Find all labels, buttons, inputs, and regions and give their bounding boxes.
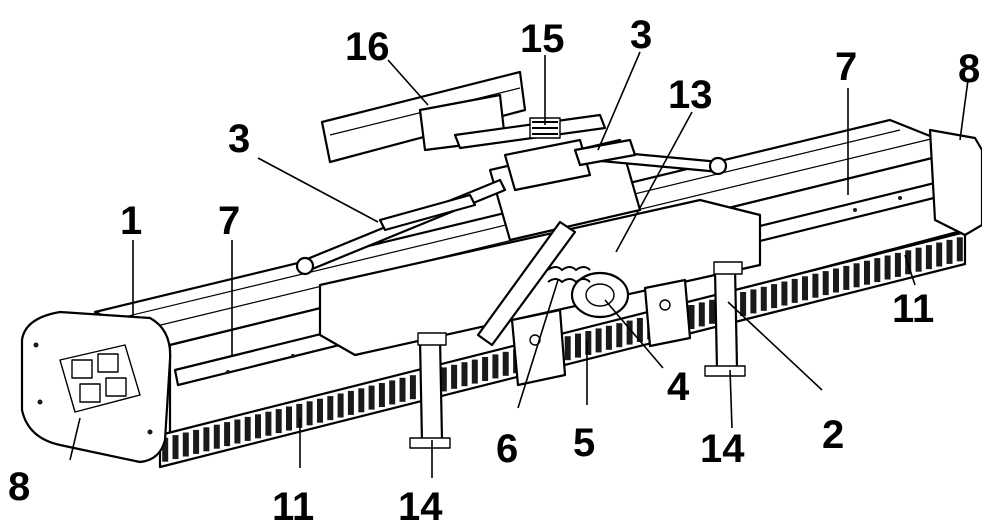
- flail-tooth: [616, 323, 623, 348]
- callout-4: 4: [667, 365, 690, 409]
- callout-15: 15: [520, 17, 565, 61]
- flail-tooth: [925, 245, 932, 270]
- right-side-plate: [928, 128, 982, 237]
- flail-tooth: [956, 237, 963, 262]
- flail-tooth: [255, 414, 261, 439]
- flail-tooth: [275, 409, 282, 434]
- flail-tooth: [781, 281, 788, 306]
- flail-tooth: [471, 359, 478, 384]
- callout-2: 2: [822, 413, 844, 457]
- flail-tooth: [482, 357, 489, 381]
- flail-tooth: [306, 401, 313, 426]
- flail-tooth: [451, 364, 458, 389]
- callout-3-right: 3: [630, 13, 652, 57]
- flail-tooth: [605, 325, 612, 350]
- flail-tooth: [337, 393, 344, 418]
- flail-tooth: [399, 377, 406, 402]
- flail-tooth: [378, 383, 385, 407]
- callout-11-left: 11: [272, 485, 314, 527]
- flail-tooth: [936, 242, 943, 267]
- flail-tooth: [440, 367, 447, 392]
- flail-tooth: [286, 406, 292, 431]
- rear-shield: [320, 70, 527, 164]
- flail-tooth: [698, 302, 705, 327]
- flail-tooth: [585, 331, 592, 355]
- flail-tooth: [368, 385, 375, 410]
- callout-5: 5: [573, 421, 595, 465]
- flail-tooth: [244, 416, 251, 441]
- flail-tooth: [409, 375, 416, 400]
- flail-tooth: [822, 271, 829, 296]
- flail-tooth: [760, 286, 767, 311]
- flail-tooth: [864, 260, 870, 285]
- flail-tooth: [193, 429, 200, 454]
- flail-tooth: [802, 276, 808, 301]
- flail-tooth: [833, 268, 839, 293]
- flail-tooth: [884, 255, 891, 280]
- flail-tooth: [915, 247, 922, 272]
- top-linkage: [453, 113, 607, 150]
- support-leg-right: [704, 261, 746, 377]
- flail-tooth: [740, 292, 747, 316]
- flail-tooth: [946, 239, 953, 264]
- flail-tooth: [595, 328, 602, 353]
- center-frame: [318, 138, 762, 387]
- flail-tooth: [709, 299, 716, 324]
- flail-tooth: [791, 278, 798, 303]
- callout-7-left: 7: [218, 199, 240, 243]
- flail-tooth: [224, 422, 231, 447]
- flail-tooth: [296, 403, 303, 428]
- flail-tooth: [626, 320, 633, 345]
- flail-tooth: [502, 351, 509, 376]
- callout-14-right: 14: [700, 427, 745, 471]
- flail-tooth: [750, 289, 757, 314]
- flail-tooth: [575, 333, 581, 358]
- flail-tooth: [389, 380, 396, 405]
- flail-tooth: [213, 424, 220, 449]
- flail-tooth: [492, 354, 499, 379]
- callout-labels: 16 15 3 3 13 7 7 8 8 1 11 11 4 2 6 5 14 …: [8, 13, 980, 527]
- flail-tooth: [874, 258, 881, 283]
- callout-1: 1: [120, 199, 142, 243]
- flail-tooth: [317, 398, 323, 423]
- flail-tooth: [358, 388, 365, 413]
- flail-tooth: [636, 318, 643, 342]
- flail-tooth: [894, 252, 901, 277]
- flail-tooth: [172, 435, 179, 460]
- flail-tooth: [853, 263, 860, 288]
- flail-tooth: [203, 427, 210, 452]
- left-side-plate: [20, 310, 172, 464]
- flail-tooth: [162, 437, 169, 462]
- support-leg-left: [409, 332, 451, 449]
- flail-tooth: [564, 336, 571, 361]
- flail-tooth: [347, 390, 354, 415]
- callout-6: 6: [496, 427, 518, 471]
- flail-tooth: [461, 362, 468, 387]
- callout-8-right: 8: [958, 47, 980, 91]
- flail-tooth: [265, 411, 272, 436]
- upper-links: [295, 138, 728, 276]
- callout-3-left: 3: [228, 117, 250, 161]
- flail-tooth: [771, 284, 778, 309]
- callout-13: 13: [668, 73, 713, 117]
- callout-14-left: 14: [398, 485, 443, 527]
- callout-16: 16: [345, 25, 390, 69]
- flail-tooth: [234, 419, 241, 444]
- flail-tooth: [182, 432, 189, 457]
- callout-7-right: 7: [835, 45, 857, 89]
- flail-tooth: [327, 396, 334, 421]
- callout-11-right: 11: [892, 287, 934, 331]
- flail-tooth: [843, 265, 850, 290]
- flail-tooth: [688, 305, 695, 329]
- flail-tooth: [812, 273, 819, 298]
- leader-lines: [69, 51, 969, 478]
- callout-8-left: 8: [8, 465, 30, 509]
